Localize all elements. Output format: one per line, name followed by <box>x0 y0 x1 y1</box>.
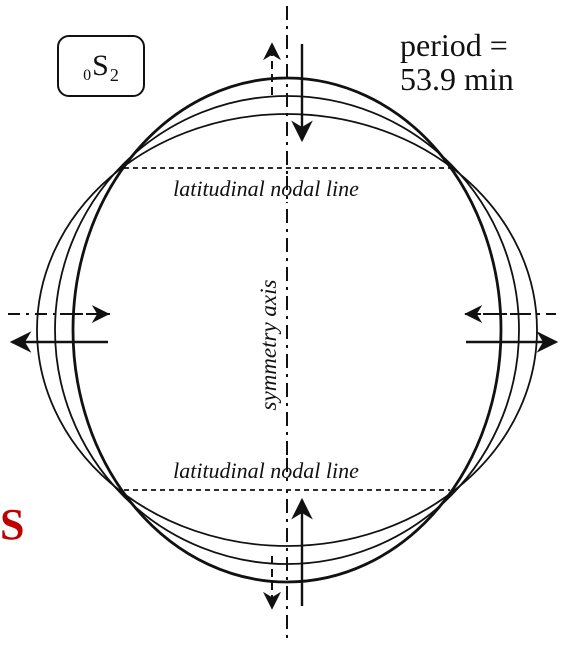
nodal-label-bottom: latitudinal nodal line <box>173 458 359 483</box>
mode-overtone: 0 <box>83 67 92 84</box>
period-line-1: period = <box>400 27 508 63</box>
symmetry-axis-label: symmetry axis <box>256 279 281 410</box>
period-label: period = 53.9 min <box>400 28 556 96</box>
nodal-label-top: latitudinal nodal line <box>173 176 359 201</box>
edge-letter: S <box>0 500 25 549</box>
period-line-2: 53.9 min <box>400 61 514 97</box>
mode-letter: S <box>92 49 109 82</box>
mode-degree: 2 <box>109 64 119 85</box>
